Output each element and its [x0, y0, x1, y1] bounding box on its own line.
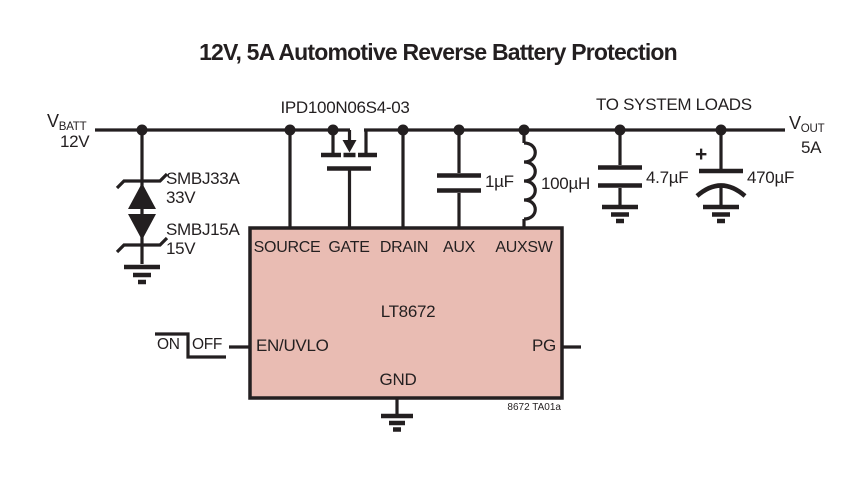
ic-pin-aux: AUX [443, 239, 475, 256]
tvs2-voltage-label: 15V [166, 239, 196, 258]
tvs1-voltage-label: 33V [166, 188, 196, 207]
ic-body [248, 226, 564, 400]
tvs-clamp-branch [115, 130, 169, 285]
cap-out1-value: 4.7µF [646, 168, 689, 187]
vout-symbol: V [789, 113, 801, 133]
vbatt-label: VBATT [47, 111, 87, 134]
tvs-diode-smbj33a-icon [115, 172, 169, 209]
capacitor-icon-out1 [598, 130, 642, 224]
ic-pin-source: SOURCE [253, 239, 321, 256]
mosfet-icon [321, 130, 377, 230]
ic-pin-gate: GATE [328, 239, 370, 256]
switch-on-label: ON [157, 336, 180, 353]
inductor-icon [522, 130, 537, 230]
tvs-diode-smbj15a-icon [115, 214, 169, 254]
gnd-pin-ground [381, 398, 413, 432]
ground-icon-ic [381, 413, 413, 432]
vbatt-symbol: V [47, 111, 59, 131]
ground-icon-out1 [602, 204, 638, 224]
capacitor-icon-out2-polarized [695, 130, 747, 224]
capacitor-icon-aux [437, 130, 481, 230]
ic-pin-auxsw: AUXSW [495, 239, 553, 256]
ic-pin-en-uvlo: EN/UVLO [256, 336, 329, 355]
vbatt-subscript: BATT [58, 121, 87, 133]
vbatt-value: 12V [60, 132, 90, 151]
tvs2-part-label: SMBJ15A [166, 220, 240, 239]
onoff-step-waveform-icon [155, 332, 226, 359]
figure-note: 8672 TA01a [507, 402, 561, 413]
system-loads-label: TO SYSTEM LOADS [596, 95, 752, 114]
cap-aux-value: 1µF [485, 172, 514, 191]
vout-subscript: OUT [800, 123, 825, 135]
mosfet-part-label: IPD100N06S4-03 [280, 98, 410, 117]
ground-icon-tvs [124, 264, 160, 285]
page-title: 12V, 5A Automotive Reverse Battery Prote… [199, 39, 678, 65]
vout-value: 5A [801, 138, 822, 157]
cap-out2-value: 470µF [747, 168, 795, 187]
ic-pin-drain: DRAIN [379, 239, 429, 256]
ic-name-label: LT8672 [380, 302, 436, 321]
body-diode-icon [342, 140, 357, 153]
tvs1-part-label: SMBJ33A [166, 169, 240, 188]
switch-off-label: OFF [192, 336, 223, 353]
cap-out2-polarity-mark: + [695, 143, 707, 166]
inductor-value: 100µH [541, 174, 590, 193]
ic-pin-gnd: GND [379, 370, 417, 389]
vout-label: VOUT [789, 113, 825, 136]
ic-pin-pg: PG [532, 336, 556, 355]
ground-icon-out2 [703, 204, 739, 224]
